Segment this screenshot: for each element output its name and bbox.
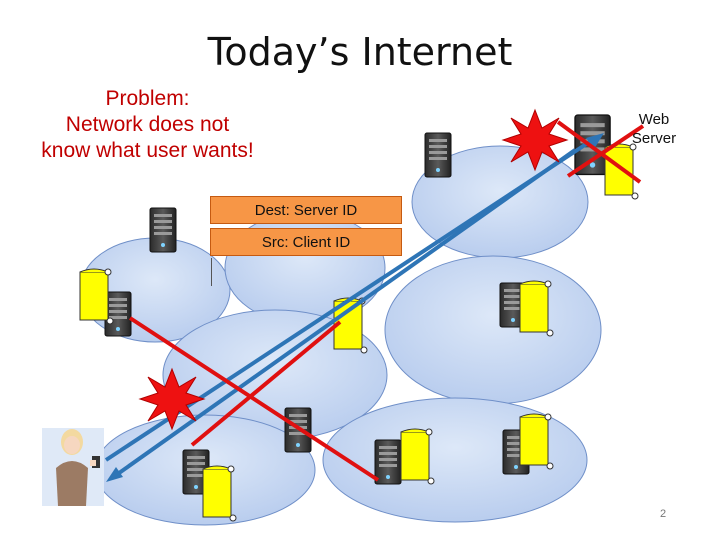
server-icon: [104, 291, 132, 337]
scroll-icon: [400, 428, 435, 485]
problem-statement: Problem: Network does not know what user…: [20, 86, 275, 164]
cross-mark: [190, 320, 342, 447]
return-arrow: [110, 148, 577, 480]
network-cloud: [384, 255, 602, 405]
packet-payload-edge: [211, 258, 212, 286]
scroll-icon: [202, 465, 237, 522]
request-arrowhead: [586, 133, 604, 149]
packet-src-field: Src: Client ID: [210, 228, 402, 256]
cross-mark: [128, 316, 380, 482]
return-arrowhead: [106, 467, 123, 482]
scroll-icon: [519, 413, 554, 470]
scroll-icon: [519, 280, 554, 337]
slide-title: Today’s Internet: [207, 30, 513, 74]
page-number: 2: [660, 508, 667, 520]
explosion-icon: [502, 109, 568, 171]
problem-line: Network does not: [65, 113, 230, 136]
scroll-icon: [604, 143, 639, 200]
web-server-label: Web Server: [631, 111, 677, 147]
server-icon: [424, 132, 452, 178]
cross-mark: [566, 124, 645, 178]
packet-dest-field: Dest: Server ID: [210, 196, 402, 224]
cross-mark: [556, 120, 642, 184]
problem-line: know what user wants!: [41, 139, 254, 162]
user-icon: [42, 428, 104, 506]
explosion-icon: [139, 368, 205, 430]
server-icon: [374, 439, 402, 485]
server-icon: [149, 207, 177, 253]
problem-line: Problem:: [105, 87, 190, 110]
scroll-icon: [79, 268, 114, 325]
